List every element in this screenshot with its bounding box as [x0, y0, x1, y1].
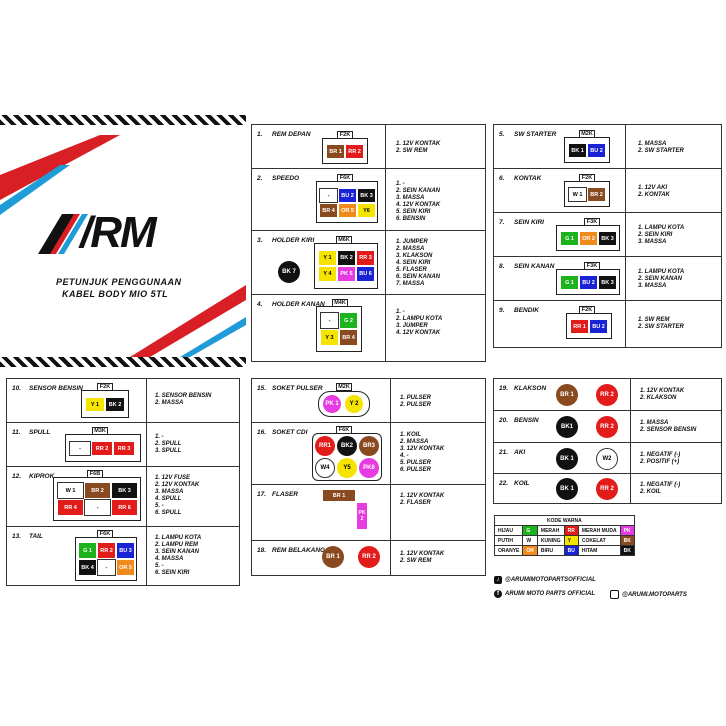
connector-sw-starter: BK 1 BU 2	[564, 137, 610, 163]
section-7: 7. SEIN KIRI F3K G 1 OR 2 BK 3 1. LAMPU …	[494, 213, 721, 257]
connector-sein-kanan: G 1 BU 2 BK 3	[556, 269, 620, 295]
section-12: 12. KIPROK F6B W 1 BR 2 BK 3 RR 4 - RR 6…	[7, 467, 239, 527]
section-8: 8. SEIN KANAN F3K G 1 BU 2 BK 3 1. LAMPU…	[494, 257, 721, 301]
section-22: 22. KOIL BK 1 RR 2 1. NEGATIF (-)2. KOIL	[494, 474, 721, 504]
logo-stripes-icon	[38, 214, 88, 254]
connector-speedo: - BU 2 BK 3 BR 4 OR 5 Y6	[316, 181, 378, 223]
brand-panel: /RM PETUNJUK PENGGUNAAN KABEL BODY MIO 5…	[0, 115, 246, 367]
connector-kontak: W 1 BR 2	[564, 181, 610, 207]
connector-sensor-bensin: Y 1 BK 2	[81, 390, 129, 418]
instagram-icon	[610, 590, 619, 599]
section-18: 18. REM BELAKANG BR 1 RR 2 1. 12V KONTAK…	[252, 541, 485, 575]
connector-spull: - RR 2 RR 3	[65, 434, 141, 462]
bk7-wire: BK 7	[278, 261, 300, 283]
pin: BR 1	[326, 144, 345, 159]
legend-title: KODE WARNA	[494, 515, 635, 526]
section-16: 16. SOKET CDI F6K RR1 BK2 BR3 W4 Y5 PK6 …	[252, 423, 485, 485]
connector-holder-kiri: Y 1 BK 2 RR 3 Y 4 PK 5 BU 6	[314, 243, 378, 289]
bottom-checker-stripe	[0, 357, 246, 367]
connector-soket-pulser: PK 1 Y 2	[318, 391, 370, 417]
section-3: 3. HOLDER KIRI BK 7 M6K Y 1 BK 2 RR 3 Y …	[252, 231, 485, 295]
connector-sein-kiri: G 1 OR 2 BK 3	[556, 225, 620, 251]
facebook-icon: f	[494, 590, 502, 598]
top-checker-stripe	[0, 115, 246, 125]
connector-soket-cdi: RR1 BK2 BR3 W4 Y5 PK6	[312, 433, 382, 481]
panel-connectors-10-13: 10. SENSOR BENSIN F2K Y 1 BK 2 1. SENSOR…	[6, 378, 240, 586]
section-10: 10. SENSOR BENSIN F2K Y 1 BK 2 1. SENSOR…	[7, 379, 239, 423]
subtitle-line-2: KABEL BODY MIO 5TL	[62, 289, 169, 299]
arm-logo: /RM	[36, 208, 216, 258]
section-2: 2. SPEEDO F6K - BU 2 BK 3 BR 4 OR 5 Y6 1…	[252, 169, 485, 231]
panel-connectors-1-4: 1. REM DEPAN F2K BR 1 RR 2 1. 12V KONTAK…	[251, 124, 486, 362]
connector-rem-depan: BR 1 RR 2	[322, 138, 368, 164]
color-code-legend: KODE WARNA HIJAU G MERAH RR MERAH MUDA P…	[493, 515, 635, 556]
connector-kiprok: W 1 BR 2 BK 3 RR 4 - RR 6	[53, 477, 141, 521]
facebook-handle[interactable]: ARUMI MOTO PARTS OFFICIAL	[505, 591, 595, 597]
instagram-handle[interactable]: @ARUMI.MOTOPARTS	[622, 591, 687, 598]
subtitle-line-1: PETUNJUK PENGGUNAAN	[56, 277, 182, 287]
flaser-pin-2: PK 2	[356, 502, 368, 530]
section-13: 13. TAIL F6K G 1 RR 2 BU 3 BK 4 - OR 5 1…	[7, 527, 239, 585]
section-21: 21. AKI BK 1 W2 1. NEGATIF (-)2. POSITIF…	[494, 443, 721, 474]
connector-holder-kanan: - G 2 Y 3 BR 4	[316, 306, 362, 352]
connector-bendik: RR 1 BU 2	[566, 313, 612, 339]
flaser-pin-1: BR 1	[322, 489, 356, 502]
logo-text: /RM	[80, 208, 157, 257]
pin: RR 2	[345, 144, 364, 159]
section-1: 1. REM DEPAN F2K BR 1 RR 2 1. 12V KONTAK…	[252, 125, 485, 169]
connector-tail: G 1 RR 2 BU 3 BK 4 - OR 5	[75, 537, 137, 581]
section-4: 4. HOLDER KANAN M4K - G 2 Y 3 BR 4 1. -2…	[252, 295, 485, 361]
tiktok-handle[interactable]: @ARUMIMOTOPARTSOFFICIAL	[505, 577, 596, 583]
decorative-stripes	[0, 135, 246, 357]
tiktok-icon: ♪	[494, 576, 502, 584]
